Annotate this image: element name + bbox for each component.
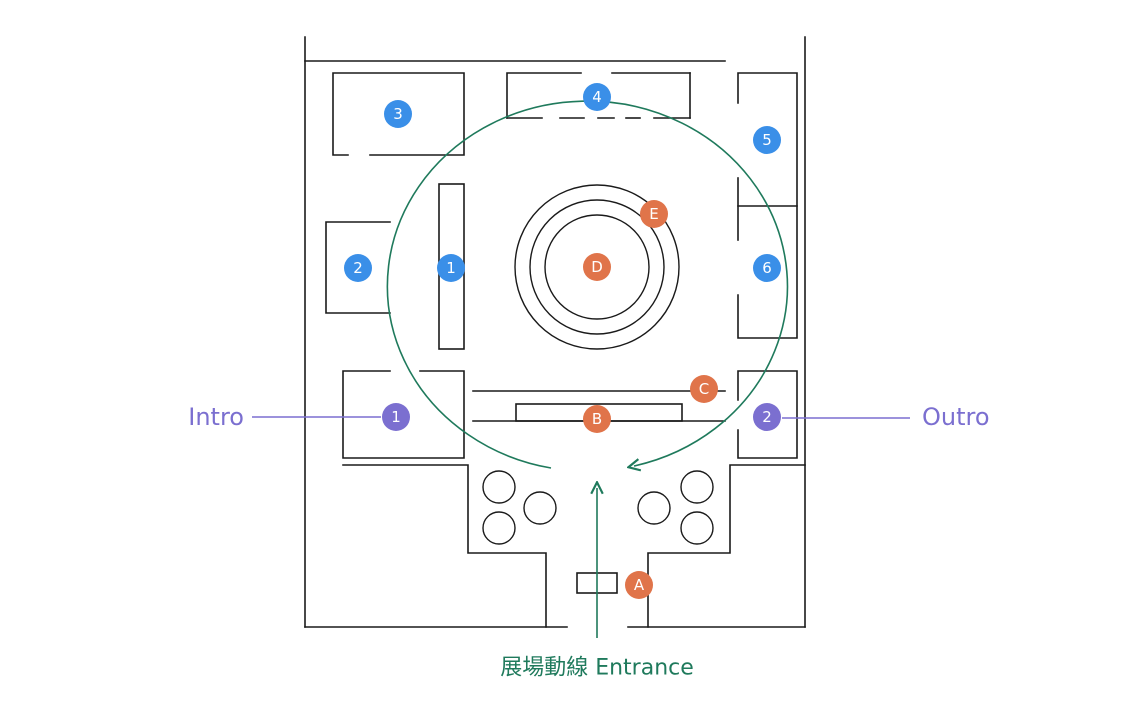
marker-blue-2: 2 [344,254,372,282]
marker-d: D [583,253,611,281]
svg-text:5: 5 [762,131,772,149]
room-3-walls [332,72,465,156]
marker-a: A [625,571,653,599]
svg-text:A: A [634,576,645,594]
svg-text:B: B [592,410,602,428]
entrance-label: 展場動線 Entrance [500,656,694,681]
room-2-walls [325,221,391,314]
intro-label: Intro [188,403,244,431]
svg-text:C: C [699,380,709,398]
central-rings [514,184,680,350]
visitor-route-path [386,100,789,468]
svg-text:2: 2 [762,408,772,426]
svg-text:3: 3 [393,105,403,123]
intro-room-walls [342,370,547,628]
marker-outro-2: 2 [753,403,781,431]
marker-blue-6: 6 [753,254,781,282]
marker-e: E [640,200,668,228]
svg-text:4: 4 [592,88,602,106]
svg-text:1: 1 [446,259,456,277]
marker-blue-4: 4 [583,83,611,111]
svg-text:6: 6 [762,259,772,277]
outro-label: Outro [922,403,990,431]
marker-intro-1: 1 [382,403,410,431]
outro-room-walls [647,370,806,628]
seating-circles [482,470,714,545]
svg-text:D: D [591,258,603,276]
svg-text:1: 1 [391,408,401,426]
outer-walls [304,36,806,628]
marker-blue-1: 1 [437,254,465,282]
marker-c: C [690,375,718,403]
marker-blue-3: 3 [384,100,412,128]
svg-text:2: 2 [353,259,363,277]
marker-b: B [583,405,611,433]
svg-text:E: E [649,205,658,223]
marker-blue-5: 5 [753,126,781,154]
